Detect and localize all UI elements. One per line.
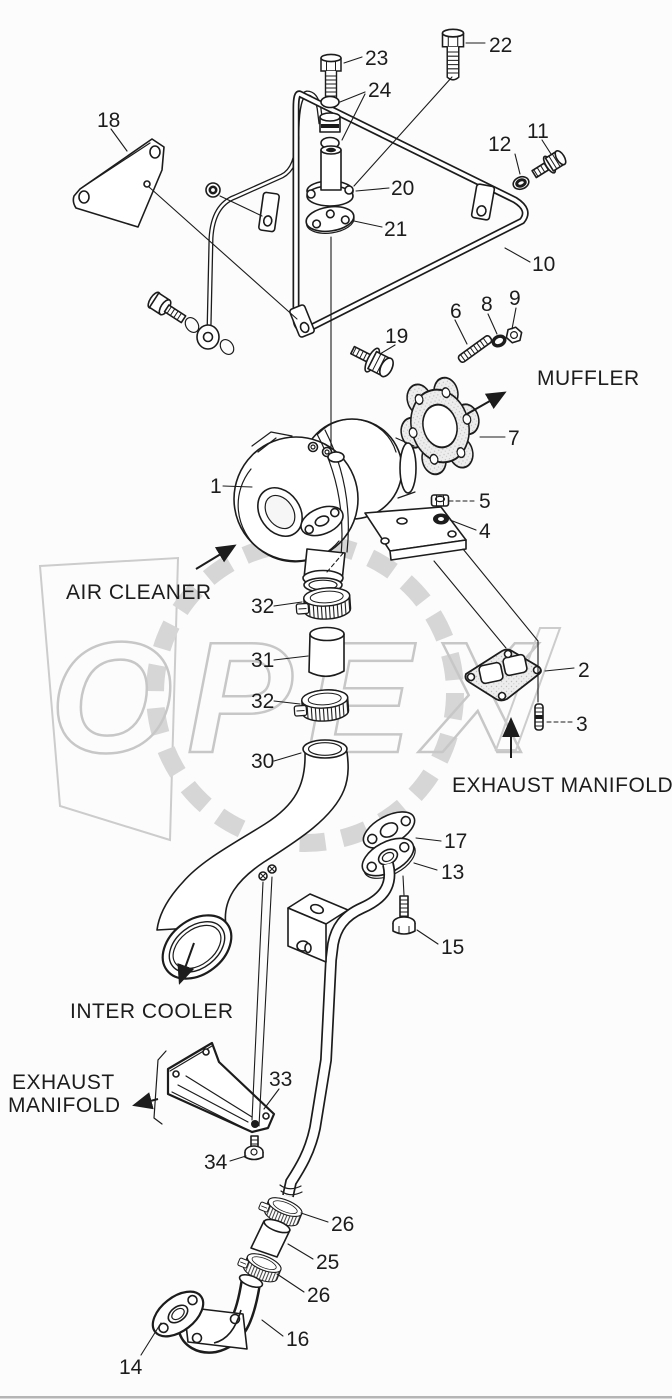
- part-30-intercooler-pipe: [156, 739, 349, 980]
- callout-7: 7: [508, 427, 520, 450]
- arrow-to-inter-cooler: [177, 942, 195, 985]
- part-6-stud: [457, 334, 493, 364]
- callout-18: 18: [97, 109, 120, 132]
- scan-edge-line: [0, 1396, 672, 1399]
- arrow-to-muffler: [466, 391, 507, 415]
- callout-32-upper: 32: [251, 595, 274, 618]
- callout-11: 11: [527, 120, 549, 143]
- part-10-heat-shield-pipe: [258, 90, 529, 338]
- part-13-drain-pipe-flange: [361, 837, 416, 879]
- turbo-drain-boss: [300, 505, 344, 537]
- watermark: OPEX: [38, 534, 562, 852]
- label-exhaust-manifold-right: EXHAUST MANIFOLD: [452, 774, 672, 797]
- callout-14: 14: [119, 1356, 143, 1379]
- part-1-turbocharger: [233, 418, 467, 593]
- callout-15: 15: [441, 936, 464, 959]
- part-17-gasket: [362, 811, 416, 849]
- pipe-clip-left: [258, 191, 280, 233]
- part-banjo-fitting: [319, 112, 341, 133]
- part-15-bolt: [392, 895, 416, 935]
- pipe-clip-right: [470, 183, 496, 221]
- part-9-nut: [505, 326, 523, 344]
- callout-23: 23: [365, 47, 388, 70]
- callout-1: 1: [210, 475, 222, 498]
- part-19-bolt: [349, 345, 394, 378]
- callout-13: 13: [441, 861, 464, 884]
- callout-4: 4: [479, 520, 491, 543]
- label-muffler: MUFFLER: [537, 367, 640, 390]
- label-exhaust-manifold-left-line2: MANIFOLD: [8, 1094, 121, 1117]
- part-22-bolt: [441, 28, 465, 81]
- callout-10: 10: [532, 253, 555, 276]
- direction-arrows: [132, 391, 520, 1110]
- callout-12: 12: [488, 133, 511, 156]
- banjo-bolt: [147, 291, 187, 324]
- leader-lines: [110, 42, 575, 1356]
- callout-9: 9: [509, 287, 521, 310]
- part-18-mounting-plate: [72, 138, 165, 228]
- part-33-support-bracket: [153, 1041, 276, 1134]
- part-2-turbine-inlet-gasket: [464, 648, 542, 702]
- callout-6: 6: [450, 300, 462, 323]
- callout-labels: 18 23 24 22 11 12 20 21 10 19 6 8 9 7 1 …: [97, 34, 590, 1379]
- part-23-bolt: [320, 53, 342, 104]
- part-8-lock-washer: [491, 334, 507, 348]
- callout-21: 21: [384, 218, 407, 241]
- callout-31: 31: [251, 649, 274, 672]
- label-air-cleaner: AIR CLEANER: [66, 581, 212, 604]
- callout-26-upper: 26: [331, 1213, 354, 1236]
- callout-34: 34: [204, 1151, 228, 1174]
- part-20-oil-inlet-fitting: [306, 145, 354, 207]
- callout-25: 25: [316, 1251, 339, 1274]
- label-inter-cooler: INTER COOLER: [70, 1000, 234, 1023]
- watermark-text: OPEX: [50, 610, 545, 786]
- part-34-bolt: [244, 1135, 264, 1161]
- arrow-from-air-cleaner: [195, 544, 237, 570]
- part-3-stud: [534, 703, 544, 731]
- part-11-bolt: [531, 149, 567, 179]
- part-oil-drain-pipe: [279, 862, 396, 1198]
- callout-2: 2: [578, 659, 590, 682]
- part-5-nut: [430, 494, 450, 507]
- arrow-to-exhaust-manifold-left: [132, 1092, 159, 1110]
- part-12-washer: [512, 175, 530, 191]
- callout-19: 19: [385, 325, 408, 348]
- watermark-frame-shape: [38, 556, 180, 842]
- part-25-hose: [250, 1218, 291, 1258]
- part-16-elbow-pipe: [177, 1273, 264, 1354]
- callout-22: 22: [489, 34, 512, 57]
- callout-20: 20: [391, 177, 414, 200]
- callout-17: 17: [444, 830, 467, 853]
- label-exhaust-manifold-left-line1: EXHAUST: [12, 1071, 115, 1094]
- watermark-slash-shape: [494, 627, 562, 751]
- callout-16: 16: [286, 1328, 309, 1351]
- part-21-flange-gasket: [305, 205, 355, 234]
- part-31-hose: [308, 626, 345, 678]
- pipe-clip-bottom: [289, 304, 315, 338]
- callout-30: 30: [251, 750, 274, 773]
- callout-24: 24: [368, 79, 392, 102]
- part-pipe-support-bracket: [287, 893, 349, 963]
- part-7-muffler-gasket: [400, 376, 480, 476]
- part-washer-upper-left: [205, 182, 221, 198]
- word-labels: MUFFLER AIR CLEANER EXHAUST MANIFOLD INT…: [8, 367, 672, 1117]
- callout-33: 33: [269, 1068, 292, 1091]
- callout-3: 3: [576, 713, 588, 736]
- callout-26-lower: 26: [307, 1284, 330, 1307]
- callout-32-lower: 32: [251, 690, 274, 713]
- callout-8: 8: [481, 293, 493, 316]
- part-4-lock-washer: [433, 513, 449, 525]
- callout-5: 5: [479, 490, 491, 513]
